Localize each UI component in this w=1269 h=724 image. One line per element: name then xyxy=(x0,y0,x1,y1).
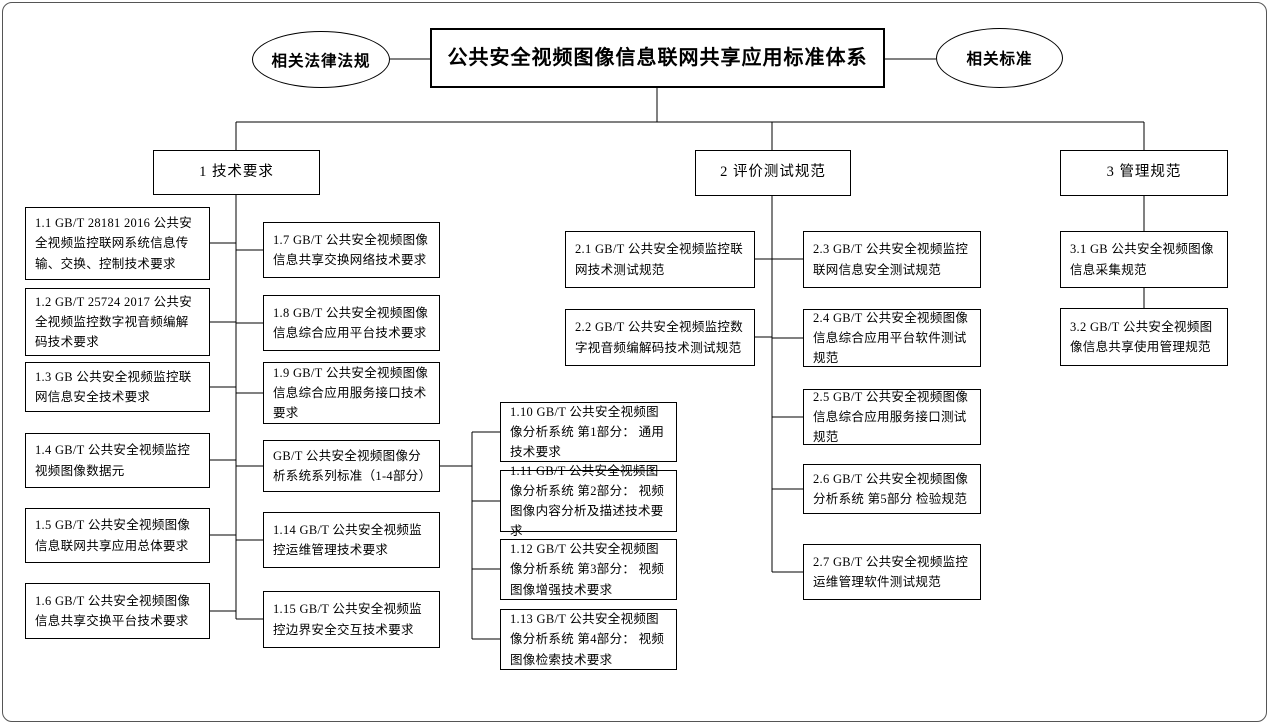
node-analysis-series: GB/T 公共安全视频图像分析系统系列标准（1-4部分） xyxy=(263,440,440,492)
node-3-2: 3.2 GB/T 公共安全视频图像信息共享使用管理规范 xyxy=(1060,308,1228,366)
node-3-1: 3.1 GB 公共安全视频图像信息采集规范 xyxy=(1060,231,1228,288)
node-1-3: 1.3 GB 公共安全视频监控联网信息安全技术要求 xyxy=(25,362,210,412)
node-1-12: 1.12 GB/T 公共安全视频图像分析系统 第3部分： 视频图像增强技术要求 xyxy=(500,539,677,600)
node-2-6: 2.6 GB/T 公共安全视频图像分析系统 第5部分 检验规范 xyxy=(803,464,981,514)
branch-2-header: 2 评价测试规范 xyxy=(695,150,851,196)
node-2-7: 2.7 GB/T 公共安全视频监控运维管理软件测试规范 xyxy=(803,544,981,600)
node-1-8: 1.8 GB/T 公共安全视频图像信息综合应用平台技术要求 xyxy=(263,295,440,351)
node-1-10: 1.10 GB/T 公共安全视频图像分析系统 第1部分： 通用技术要求 xyxy=(500,402,677,462)
node-1-15: 1.15 GB/T 公共安全视频监控边界安全交互技术要求 xyxy=(263,591,440,648)
node-1-9: 1.9 GB/T 公共安全视频图像信息综合应用服务接口技术要求 xyxy=(263,362,440,424)
node-1-2: 1.2 GB/T 25724 2017 公共安全视频监控数字视音频编解码技术要求 xyxy=(25,288,210,356)
branch-3-header: 3 管理规范 xyxy=(1060,150,1228,196)
related-laws-oval: 相关法律法规 xyxy=(252,31,390,88)
node-1-13: 1.13 GB/T 公共安全视频图像分析系统 第4部分： 视频图像检索技术要求 xyxy=(500,609,677,670)
related-standards-oval: 相关标准 xyxy=(936,28,1063,88)
node-2-3: 2.3 GB/T 公共安全视频监控联网信息安全测试规范 xyxy=(803,231,981,288)
node-1-11: 1.11 GB/T 公共安全视频图像分析系统 第2部分： 视频图像内容分析及描述… xyxy=(500,464,677,538)
node-1-7: 1.7 GB/T 公共安全视频图像信息共享交换网络技术要求 xyxy=(263,222,440,278)
node-1-6: 1.6 GB/T 公共安全视频图像信息共享交换平台技术要求 xyxy=(25,583,210,639)
node-2-2: 2.2 GB/T 公共安全视频监控数字视音频编解码技术测试规范 xyxy=(565,309,755,366)
node-1-14: 1.14 GB/T 公共安全视频监控运维管理技术要求 xyxy=(263,512,440,568)
node-1-4: 1.4 GB/T 公共安全视频监控视频图像数据元 xyxy=(25,433,210,488)
node-2-5: 2.5 GB/T 公共安全视频图像信息综合应用服务接口测试规范 xyxy=(803,389,981,445)
diagram-title: 公共安全视频图像信息联网共享应用标准体系 xyxy=(430,28,885,88)
node-2-1: 2.1 GB/T 公共安全视频监控联网技术测试规范 xyxy=(565,231,755,288)
node-2-4: 2.4 GB/T 公共安全视频图像信息综合应用平台软件测试规范 xyxy=(803,309,981,367)
branch-1-header: 1 技术要求 xyxy=(153,150,320,195)
node-1-5: 1.5 GB/T 公共安全视频图像信息联网共享应用总体要求 xyxy=(25,508,210,563)
node-1-1: 1.1 GB/T 28181 2016 公共安全视频监控联网系统信息传输、交换、… xyxy=(25,207,210,280)
